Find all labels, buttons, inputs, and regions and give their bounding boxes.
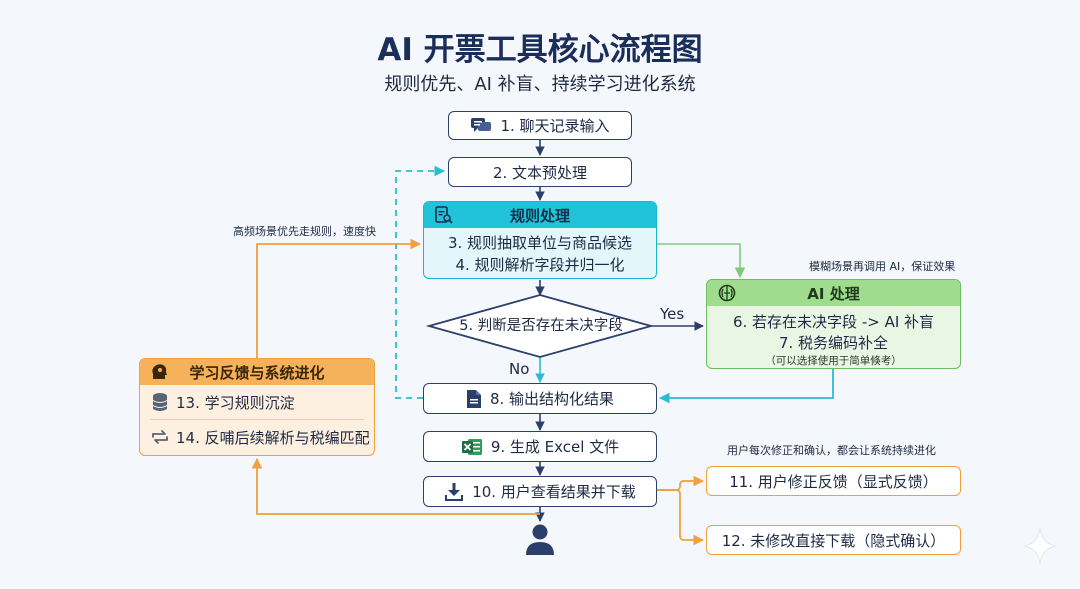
learn-step-13-label: 13. 学习规则沉淀 <box>176 393 295 412</box>
view-download-label: 10. 用户查看结果并下载 <box>472 483 636 501</box>
ai-group-title: AI 处理 <box>807 284 860 303</box>
sparkle-icon <box>1023 527 1057 565</box>
rule-group-header: 规则处理 <box>424 202 656 228</box>
database-icon <box>150 392 170 412</box>
ai-step-6: 6. 若存在未决字段 -> AI 补盲 <box>732 313 935 331</box>
edge-rule-ai <box>657 243 746 279</box>
file-icon <box>466 389 482 409</box>
excel-icon <box>461 437 483 457</box>
feedback-explicit-label: 11. 用户修正反馈（显式反馈） <box>729 472 938 491</box>
preprocess-label: 2. 文本预处理 <box>492 163 588 182</box>
edge-ai-output <box>658 369 834 404</box>
rule-step-4: 4. 规则解析字段并归一化 <box>455 256 625 274</box>
learn-group-header: 学习反馈与系统进化 <box>140 359 374 385</box>
brain-icon <box>150 363 170 381</box>
chat-icon <box>470 117 492 135</box>
ai-step-7-note: （可以选择使用于简单倏考） <box>765 355 902 367</box>
chat-input-label: 1. 聊天记录输入 <box>500 117 610 135</box>
node-preprocess: 2. 文本预处理 <box>448 157 632 187</box>
node-excel: 9. 生成 Excel 文件 <box>423 431 657 462</box>
node-feedback-explicit: 11. 用户修正反馈（显式反馈） <box>706 466 961 496</box>
edge-10-11 <box>657 475 705 491</box>
learn-step-14: 14. 反哺后续解析与税编匹配 <box>140 420 374 454</box>
rule-group-title: 规则处理 <box>509 206 570 225</box>
learn-divider <box>150 419 364 420</box>
page-subtitle: 规则优先、AI 补盲、持续学习进化系统 <box>384 74 696 95</box>
edge-user-learn <box>251 457 540 515</box>
node-feedback-implicit: 12. 未修改直接下载（隐式确认） <box>706 525 961 555</box>
document-search-icon <box>434 206 454 224</box>
node-output: 8. 输出结构化结果 <box>423 383 657 414</box>
page-title: AI 开票工具核心流程图 <box>377 32 703 68</box>
decision-diamond <box>425 294 655 358</box>
rule-step-3: 3. 规则抽取单位与商品候选 <box>447 234 633 252</box>
user-icon <box>526 524 554 555</box>
note-rules: 高频场景优先走规则，速度快 <box>233 225 376 238</box>
node-chat-input: 1. 聊天记录输入 <box>448 111 632 140</box>
ai-group: AI 处理 6. 若存在未决字段 -> AI 补盲 7. 税务编码补全 （可以选… <box>706 279 961 369</box>
note-ai: 模糊场景再调用 AI，保证效果 <box>809 260 956 273</box>
rule-group: 规则处理 3. 规则抽取单位与商品候选 4. 规则解析字段并归一化 <box>423 201 657 279</box>
learn-group: 学习反馈与系统进化 13. 学习规则沉淀 14. 反哺后续解析与税编匹配 <box>139 358 375 456</box>
download-icon <box>444 482 464 502</box>
edge-learn-rule <box>256 238 422 358</box>
excel-label: 9. 生成 Excel 文件 <box>490 438 620 456</box>
brain-icon <box>717 284 737 302</box>
learn-step-14-label: 14. 反哺后续解析与税编匹配 <box>176 428 370 447</box>
yes-label: Yes <box>660 305 685 323</box>
node-view-download: 10. 用户查看结果并下载 <box>423 476 657 507</box>
learn-step-13: 13. 学习规则沉淀 <box>140 385 374 419</box>
edge-10-12 <box>657 489 705 546</box>
feedback-implicit-label: 12. 未修改直接下载（隐式确认） <box>721 531 946 550</box>
ai-group-header: AI 处理 <box>707 280 960 306</box>
output-label: 8. 输出结构化结果 <box>489 390 615 408</box>
edge-output-preprocess <box>395 165 446 399</box>
note-feedback: 用户每次修正和确认，都会让系统持续进化 <box>727 444 936 457</box>
sync-icon <box>150 428 170 446</box>
ai-step-7: 7. 税务编码补全 <box>778 334 889 352</box>
learn-group-title: 学习反馈与系统进化 <box>189 363 325 382</box>
no-label: No <box>509 360 530 378</box>
decision-label: 5. 判断是否存在未决字段 <box>459 318 623 334</box>
